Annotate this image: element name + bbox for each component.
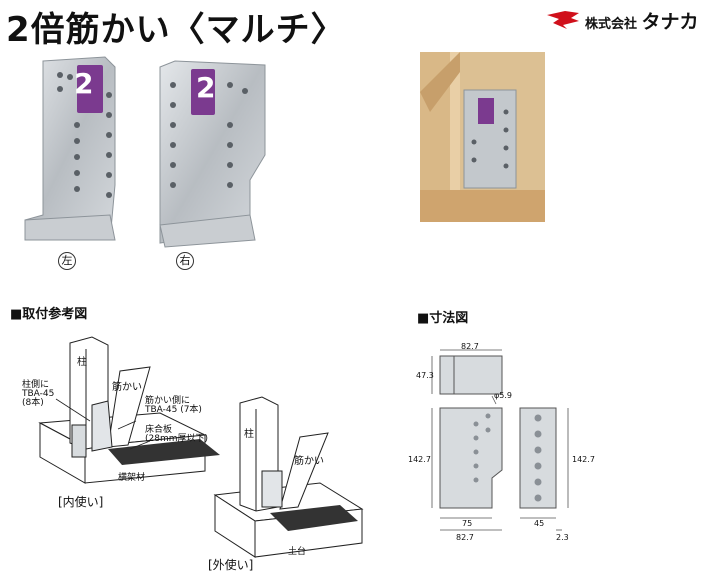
brace2-label: 筋かい (294, 456, 324, 467)
brace-side-note: 筋かい側に TBA-45 (7本) (145, 396, 202, 415)
pillar-side-note: 柱側に TBA-45 (8本) (22, 380, 55, 408)
brand-logo: 株式会社 タナカ (545, 6, 699, 34)
inner-use-label: [内使い] (58, 495, 104, 509)
product-photos (24, 56, 266, 248)
install-diagram (38, 336, 364, 558)
dim-thickness: 2.3 (556, 533, 569, 542)
floor-note: 床合板 (28mm厚以下) (145, 425, 209, 444)
dim-bottom-width: 82.7 (456, 533, 474, 542)
pillar-label: 柱 (77, 357, 87, 368)
dim-height-left: 142.7 (408, 455, 431, 464)
beam-label: 横架材 (118, 473, 146, 483)
dim-top-height: 47.3 (416, 371, 434, 380)
left-label: 左 (58, 252, 76, 270)
dim-bottom-inner: 75 (462, 519, 473, 528)
bracket-left-image (24, 56, 116, 241)
dim-side-width: 45 (534, 519, 545, 528)
brace-label: 筋かい (112, 382, 142, 393)
dim-top-width: 82.7 (461, 342, 479, 351)
badge-number-left: 2 (74, 67, 94, 100)
brand-name: 株式会社 タナカ (585, 10, 699, 33)
badge-number-right: 2 (196, 71, 216, 104)
installed-photo (420, 52, 545, 222)
dim-height-right: 142.7 (572, 455, 595, 464)
right-label: 右 (176, 252, 194, 270)
page-title: 2倍筋かい〈マルチ〉 (6, 10, 346, 50)
dimension-drawing (431, 349, 569, 531)
pillar2-label: 柱 (244, 429, 254, 440)
install-heading: ■取付参考図 (10, 307, 88, 322)
bracket-right-image (159, 60, 266, 248)
sill-label: 土台 (288, 547, 307, 557)
tanaka-logo-icon (547, 11, 579, 29)
dimension-heading: ■寸法図 (417, 311, 469, 326)
dim-hole-diameter: φ5.9 (494, 391, 512, 400)
outer-use-label: [外使い] (208, 558, 254, 572)
